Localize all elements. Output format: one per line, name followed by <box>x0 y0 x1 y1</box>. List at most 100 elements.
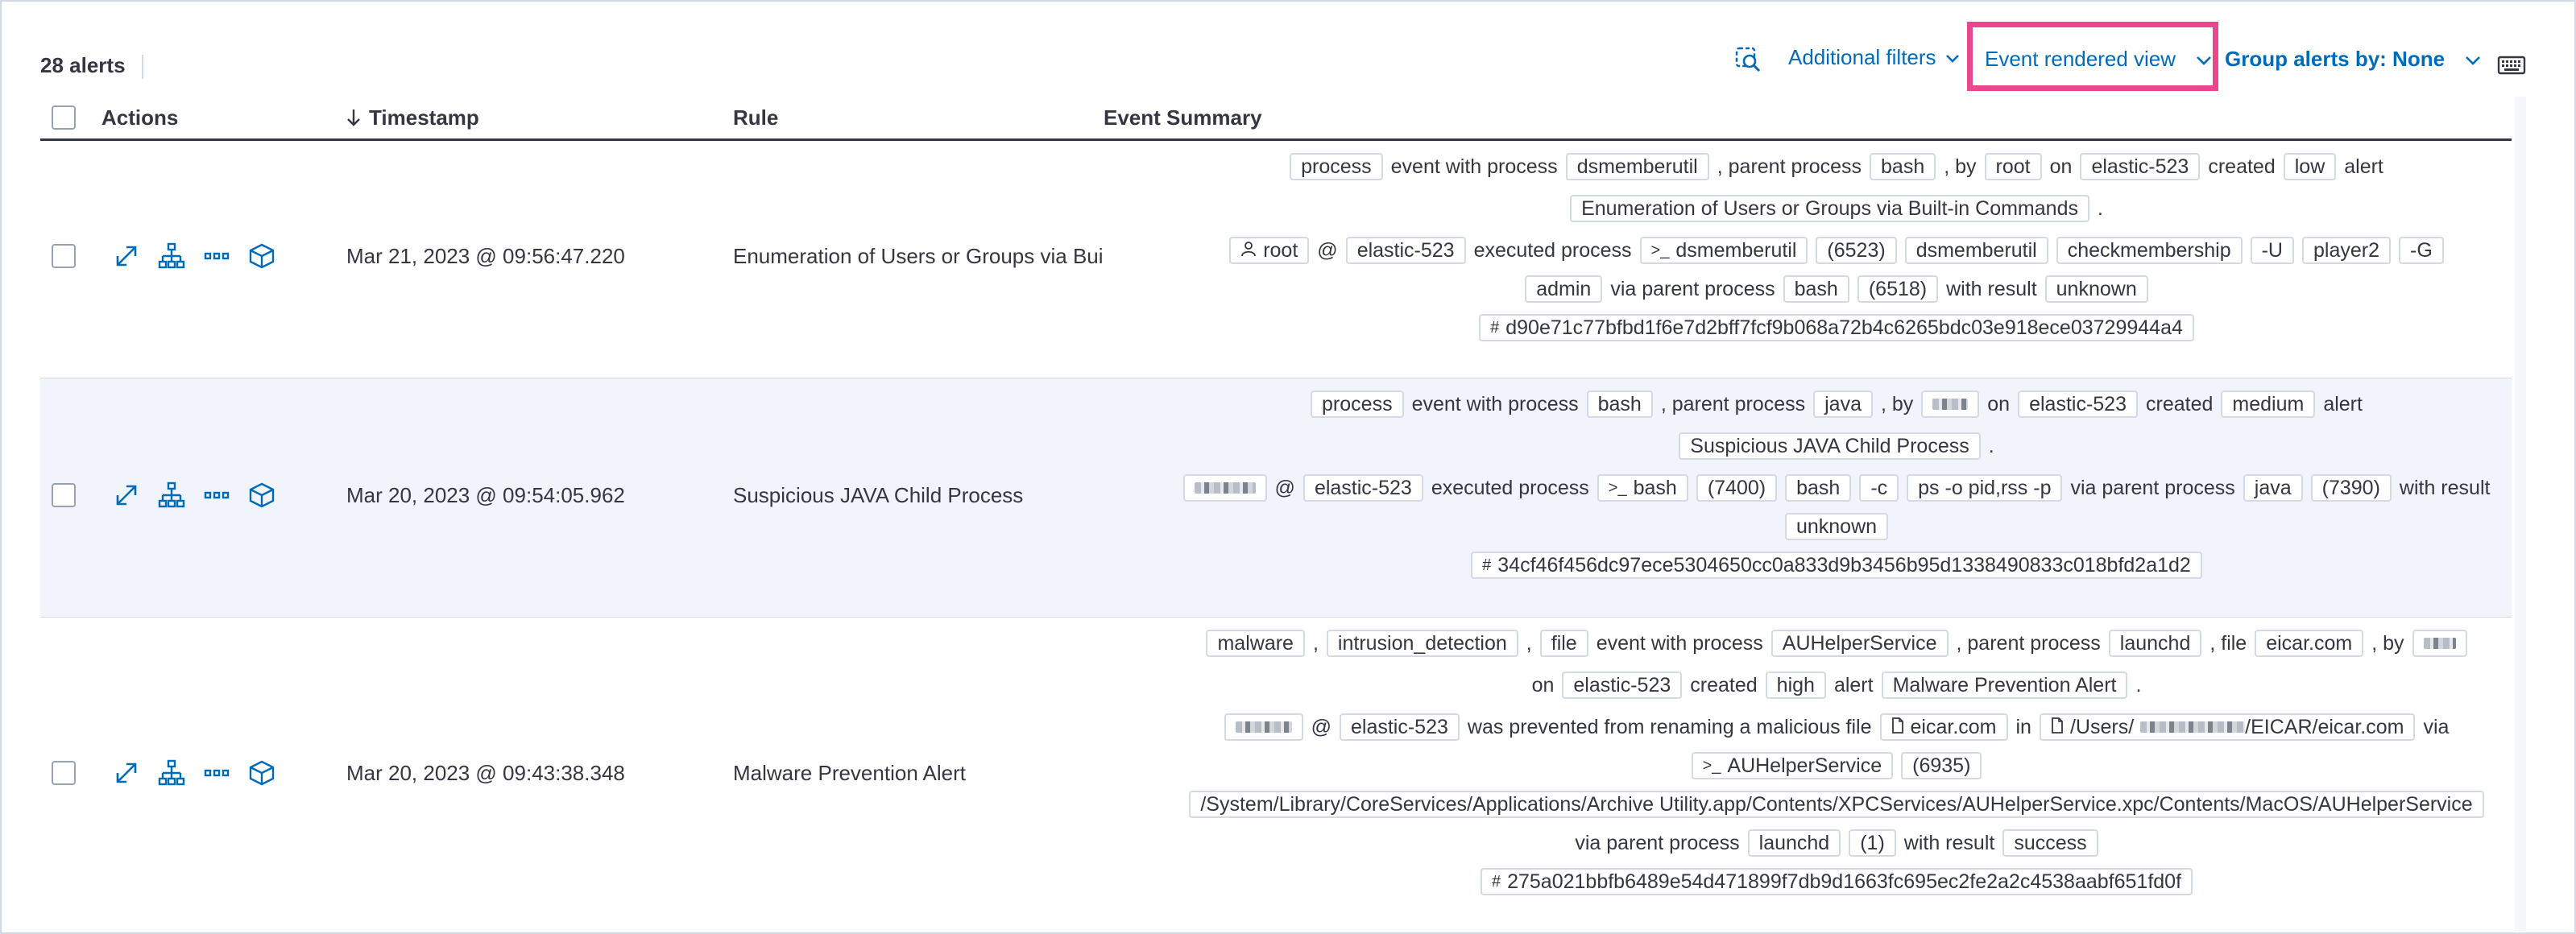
token[interactable]: launchd <box>2108 630 2202 657</box>
token[interactable]: file <box>1539 630 1588 657</box>
process-token[interactable]: >_dsmemberutil <box>1639 237 1808 264</box>
row-rule-name[interactable]: Enumeration of Users or Groups via Bui <box>733 244 1104 268</box>
token[interactable]: eicar.com <box>2255 630 2364 657</box>
token[interactable]: dsmemberutil <box>1565 153 1709 180</box>
sort-down-icon <box>346 108 361 127</box>
token[interactable]: -G <box>2399 237 2444 264</box>
token[interactable]: elastic-523 <box>1345 237 1466 264</box>
token[interactable]: Suspicious JAVA Child Process <box>1679 432 1981 460</box>
token[interactable]: admin <box>1525 275 1603 303</box>
token[interactable]: (6935) <box>1901 752 1982 779</box>
token[interactable]: unknown <box>2044 275 2148 303</box>
row-checkbox[interactable] <box>52 761 76 785</box>
redacted-user-token[interactable] <box>1921 391 1980 418</box>
token[interactable]: elastic-523 <box>1302 474 1423 502</box>
token[interactable]: medium <box>2221 391 2316 418</box>
token[interactable]: (6523) <box>1816 237 1897 264</box>
path-token[interactable]: /Users//EICAR/eicar.com <box>2039 713 2416 741</box>
select-all-checkbox[interactable] <box>52 97 76 138</box>
session-icon[interactable] <box>248 242 275 274</box>
row-checkbox[interactable] <box>52 244 76 268</box>
hash-icon: # <box>1482 556 1492 574</box>
token[interactable]: unknown <box>1784 513 1889 540</box>
token[interactable]: (7400) <box>1696 474 1778 502</box>
analyzer-icon[interactable] <box>158 481 185 513</box>
redacted-user-token[interactable] <box>2412 630 2467 657</box>
session-icon[interactable] <box>248 759 275 791</box>
token[interactable]: (1) <box>1849 829 1896 857</box>
additional-filters-button[interactable]: Additional filters <box>1788 45 1961 70</box>
column-header-event-summary[interactable]: Event Summary <box>1104 105 1262 130</box>
row-rule-name[interactable]: Malware Prevention Alert <box>733 761 967 785</box>
summary-text: , <box>1312 631 1319 655</box>
token[interactable]: low <box>2283 153 2337 180</box>
token[interactable]: success <box>2002 829 2098 857</box>
terminal-icon: >_ <box>1608 478 1627 497</box>
divider <box>142 55 143 79</box>
token[interactable]: java <box>1813 391 1873 418</box>
redacted-user-token[interactable] <box>1182 474 1267 502</box>
event-summary: process event with process bash , parent… <box>1128 385 2545 585</box>
view-selector-dropdown[interactable]: Event rendered view <box>1985 47 2213 72</box>
token[interactable]: bash <box>1586 391 1653 418</box>
analyzer-icon[interactable] <box>158 242 185 274</box>
hash-token[interactable]: #275a021bbfb6489e54d471899f7db9d1663fc69… <box>1480 868 2193 895</box>
token[interactable]: bash <box>1783 275 1849 303</box>
process-token[interactable]: >_AUHelperService <box>1691 752 1894 779</box>
token[interactable]: dsmemberutil <box>1904 237 2048 264</box>
token[interactable]: (6518) <box>1857 275 1939 303</box>
summary-text: with result <box>1946 277 2037 300</box>
token[interactable]: process <box>1290 153 1383 180</box>
analyzer-icon[interactable] <box>158 759 185 791</box>
scrollbar[interactable] <box>2515 97 2526 931</box>
token[interactable]: Malware Prevention Alert <box>1881 672 2128 699</box>
expand-icon[interactable] <box>113 759 140 791</box>
token[interactable]: high <box>1765 672 1826 699</box>
row-checkbox[interactable] <box>52 483 76 507</box>
session-icon[interactable] <box>248 481 275 513</box>
token[interactable]: -U <box>2250 237 2294 264</box>
token[interactable]: elastic-523 <box>1562 672 1683 699</box>
hash-value: 34cf46f456dc97ece5304650cc0a833d9b3456b9… <box>1497 553 2191 577</box>
file-token[interactable]: eicar.com <box>1879 713 2008 741</box>
column-header-rule[interactable]: Rule <box>733 105 779 130</box>
view-selector-label: Event rendered view <box>1985 47 2176 71</box>
redacted-user-token[interactable] <box>1224 713 1303 741</box>
expand-icon[interactable] <box>113 242 140 274</box>
token[interactable]: elastic-523 <box>1339 713 1460 741</box>
token[interactable]: elastic-523 <box>2080 153 2201 180</box>
token[interactable]: process <box>1311 391 1404 418</box>
keyboard-icon[interactable] <box>2497 54 2526 81</box>
token[interactable]: java <box>2243 474 2303 502</box>
process-token[interactable]: >_bash <box>1597 474 1688 502</box>
token[interactable]: intrusion_detection <box>1326 630 1518 657</box>
expand-icon[interactable] <box>113 481 140 513</box>
hash-token[interactable]: #d90e71c77bfbd1f6e7d2bff7fcf9b068a72b4c6… <box>1479 314 2194 341</box>
token[interactable]: root <box>1984 153 2042 180</box>
token[interactable]: ps -o pid,rss -p <box>1907 474 2063 502</box>
column-header-timestamp[interactable]: Timestamp <box>346 97 479 138</box>
token[interactable]: Enumeration of Users or Groups via Built… <box>1570 195 2089 222</box>
more-icon[interactable] <box>203 759 230 791</box>
token[interactable]: malware <box>1206 630 1305 657</box>
token[interactable]: bash <box>1870 153 1936 180</box>
chevron-down-icon <box>1944 45 1961 70</box>
token[interactable]: launchd <box>1747 829 1841 857</box>
more-icon[interactable] <box>203 481 230 513</box>
token[interactable]: AUHelperService <box>1770 630 1949 657</box>
more-icon[interactable] <box>203 242 230 274</box>
token[interactable]: elastic-523 <box>2018 391 2138 418</box>
inspect-icon[interactable] <box>1733 45 1762 74</box>
row-rule-name[interactable]: Suspicious JAVA Child Process <box>733 483 1024 507</box>
token[interactable]: -c <box>1859 474 1899 502</box>
token[interactable]: checkmembership <box>2056 237 2243 264</box>
hash-token[interactable]: #34cf46f456dc97ece5304650cc0a833d9b3456b… <box>1471 552 2202 579</box>
token[interactable]: player2 <box>2302 237 2391 264</box>
token[interactable]: bash <box>1785 474 1852 502</box>
token[interactable]: (7390) <box>2310 474 2392 502</box>
group-alerts-dropdown[interactable]: Group alerts by: None <box>2225 47 2482 72</box>
user-token[interactable]: root <box>1229 237 1310 264</box>
executable-path-token[interactable]: /System/Library/CoreServices/Application… <box>1189 791 2484 818</box>
summary-text: , parent process <box>1660 392 1806 415</box>
